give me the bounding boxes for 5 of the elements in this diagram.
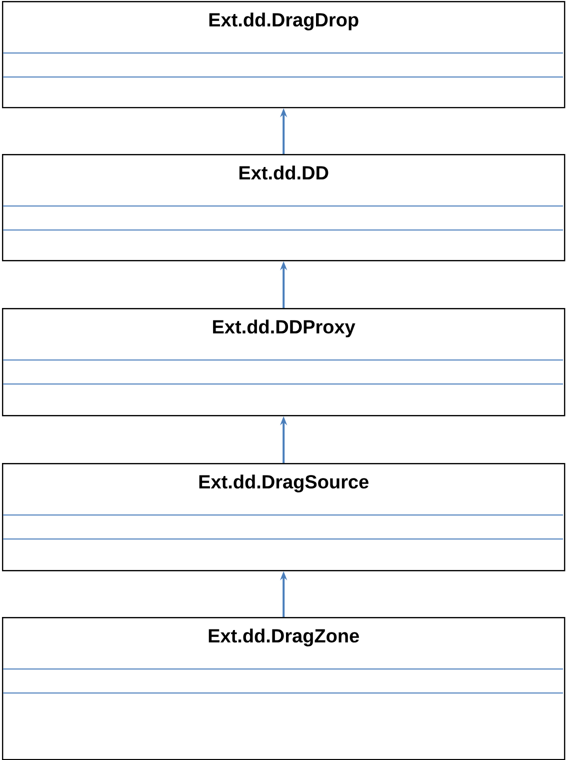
class-box: Ext.dd.DragZone — [2, 617, 566, 760]
class-box: Ext.dd.DDProxy — [2, 308, 566, 416]
class-box: Ext.dd.DD — [2, 154, 566, 262]
class-box: Ext.dd.DragDrop — [2, 1, 566, 108]
class-box: Ext.dd.DragSource — [2, 463, 566, 572]
